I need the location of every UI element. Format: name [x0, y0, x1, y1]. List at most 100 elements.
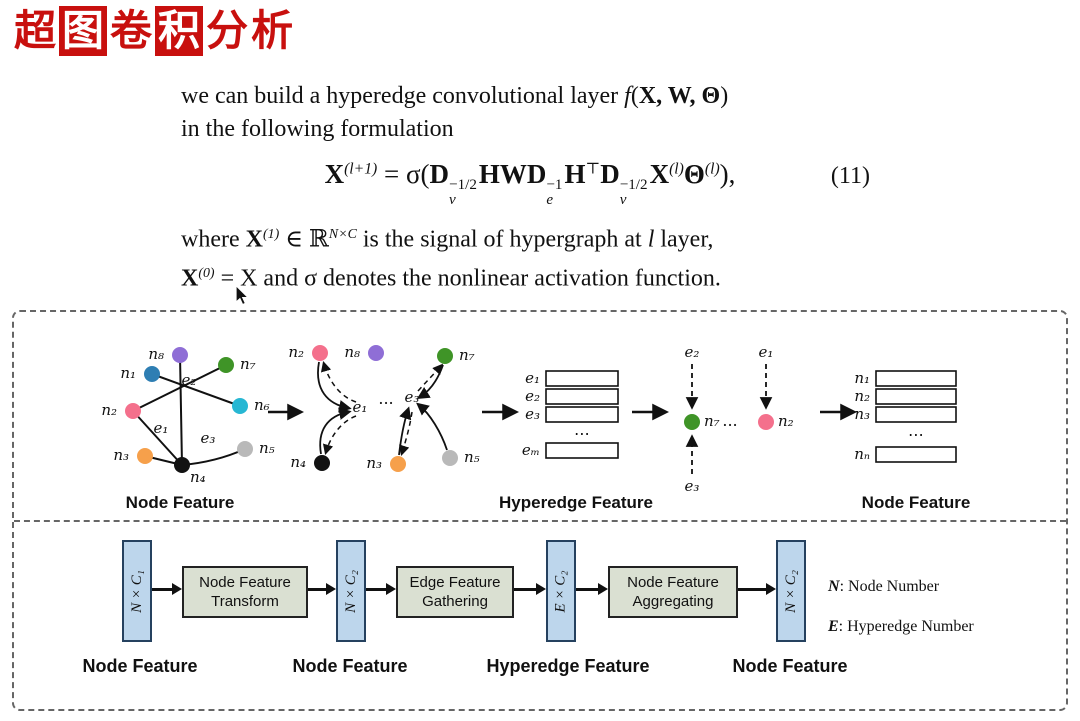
- legend-text: Hyperedge Number: [847, 618, 974, 635]
- node-n1: [144, 366, 160, 382]
- row-label: n₃: [854, 405, 870, 423]
- node-label: n₂: [778, 412, 794, 430]
- hypergraph-diagram: n₈ n₇ n₁ e₂ n₆ n₂ e₁ e₃ n₃ n₅ n₄ Node Fe…: [101, 343, 970, 512]
- title-char: 超: [14, 6, 57, 55]
- matrix-box-label: N × C₂: [342, 569, 359, 613]
- pipeline-arrow: [308, 583, 336, 595]
- node-label: n₇: [459, 346, 475, 364]
- ellipsis: ...: [722, 411, 737, 430]
- box-label-line: Transform: [211, 593, 279, 610]
- title-char: 析: [251, 6, 294, 55]
- equation-number: (11): [830, 163, 870, 189]
- edge-label: e₂: [182, 371, 197, 389]
- box-label-line: Node Feature: [199, 574, 291, 591]
- node-n8: [368, 345, 384, 361]
- stage-caption: Node Feature: [82, 656, 198, 676]
- panel-caption: Hyperedge Feature: [499, 493, 653, 512]
- matrix-box-nxc1: N × C₁: [122, 540, 152, 642]
- row-label: n₁: [854, 369, 870, 387]
- intro-paragraph: we can build a hyperedge convolutional l…: [181, 80, 728, 146]
- node-label: n₂: [288, 343, 304, 361]
- node-label: n₇: [704, 412, 720, 430]
- title-char-highlighted: 积: [155, 6, 204, 56]
- edge-label: e₂: [685, 343, 700, 361]
- row-label: e₁: [525, 369, 540, 387]
- node-label: n₁: [120, 364, 136, 382]
- intro-line-1: we can build a hyperedge convolutional l…: [181, 83, 729, 109]
- feature-rows: [875, 370, 957, 463]
- page-title: 超 图 卷 积 分 析: [14, 6, 293, 56]
- pipeline-arrow: [514, 583, 546, 595]
- node-n4: [314, 455, 330, 471]
- legend-node-number: N: Node Number: [828, 578, 939, 596]
- matrix-box-nxc2: N × C₂: [336, 540, 366, 642]
- legend-sep: :: [838, 618, 848, 635]
- ellipsis: ...: [378, 389, 393, 408]
- where-paragraph: where X(1) ∈ ℝN×C is the signal of hyper…: [181, 218, 721, 295]
- mid-hypergraph: n₂ n₈ n₇ e₁ ... e₃ n₄ n₃ n₅: [288, 343, 480, 472]
- node-n7: [218, 357, 234, 373]
- node-n7: [437, 348, 453, 364]
- row-label: nₙ: [854, 445, 870, 463]
- ellipsis: ⋯: [908, 425, 924, 444]
- node-n2: [125, 403, 141, 419]
- node-label: n₅: [464, 448, 480, 466]
- pipeline-arrow: [576, 583, 608, 595]
- box-label-line: Gathering: [422, 593, 488, 610]
- node-n3: [390, 456, 406, 472]
- node-label: n₆: [254, 396, 270, 414]
- stage-caption: Node Feature: [732, 656, 848, 676]
- panel-divider: [14, 520, 1066, 522]
- matrix-box-exc2: E × C₂: [546, 540, 576, 642]
- matrix-box-nxc2-out: N × C₂: [776, 540, 806, 642]
- edge-label: e₁: [759, 343, 774, 361]
- matrix-box-label: N × C₁: [128, 569, 145, 613]
- node-label: n₇: [240, 355, 256, 373]
- edge-label: e₁: [353, 398, 368, 416]
- node-label: n₈: [148, 345, 164, 363]
- node-n7: [684, 414, 700, 430]
- stage-caption: Hyperedge Feature: [486, 656, 650, 676]
- matrix-box-label: N × C₂: [782, 569, 799, 613]
- panel-caption: Node Feature: [126, 493, 235, 512]
- scatter-arrows-dashed: [320, 360, 444, 457]
- where-line-1: where X(1) ∈ ℝN×C is the signal of hyper…: [181, 226, 714, 253]
- gather-arrows: [317, 361, 448, 456]
- intro-line-2: in the following formulation: [181, 116, 454, 142]
- row-label: eₘ: [522, 441, 540, 459]
- node-n4: [174, 457, 190, 473]
- title-char: 卷: [110, 6, 153, 55]
- node-feature-aggregating-box: Node Feature Aggregating: [608, 566, 738, 618]
- edge-label: e₃: [201, 429, 216, 447]
- matrix-box-label: E × C₂: [552, 569, 569, 613]
- node-feature-stack: n₁ n₂ n₃ ⋯ nₙ Node Feature: [854, 369, 970, 512]
- legend-key: E: [828, 618, 839, 635]
- row-label: n₂: [854, 387, 870, 405]
- stage-caption: Node Feature: [292, 656, 408, 676]
- node-label: n₄: [290, 453, 306, 471]
- panel-caption: Node Feature: [862, 493, 971, 512]
- row-label: e₃: [525, 405, 540, 423]
- node-label: n₄: [190, 468, 206, 486]
- feature-rows: [545, 370, 619, 459]
- box-label-line: Node Feature: [627, 574, 719, 591]
- node-n2: [312, 345, 328, 361]
- title-char: 分: [206, 6, 249, 55]
- aggregation-motif: e₂ n₇ ... e₁ n₂ e₃: [684, 343, 794, 495]
- node-label: n₃: [366, 454, 382, 472]
- title-char-highlighted: 图: [59, 6, 108, 56]
- legend-key: N: [828, 578, 840, 595]
- row-label: e₂: [525, 387, 540, 405]
- legend-sep: :: [839, 578, 849, 595]
- mouse-cursor-icon: [236, 286, 249, 305]
- edge-feature-gathering-box: Edge Feature Gathering: [396, 566, 514, 618]
- box-label-line: Edge Feature: [409, 574, 501, 591]
- node-n5: [442, 450, 458, 466]
- node-n3: [137, 448, 153, 464]
- node-label: n₈: [344, 343, 360, 361]
- legend-hyperedge-number: E: Hyperedge Number: [828, 618, 974, 636]
- hypergraph-figure: n₈ n₇ n₁ e₂ n₆ n₂ e₁ e₃ n₃ n₅ n₄ Node Fe…: [12, 310, 1068, 711]
- hyperedge-feature-stack: e₁ e₂ e₃ ⋯ eₘ Hyperedge Feature: [499, 369, 653, 512]
